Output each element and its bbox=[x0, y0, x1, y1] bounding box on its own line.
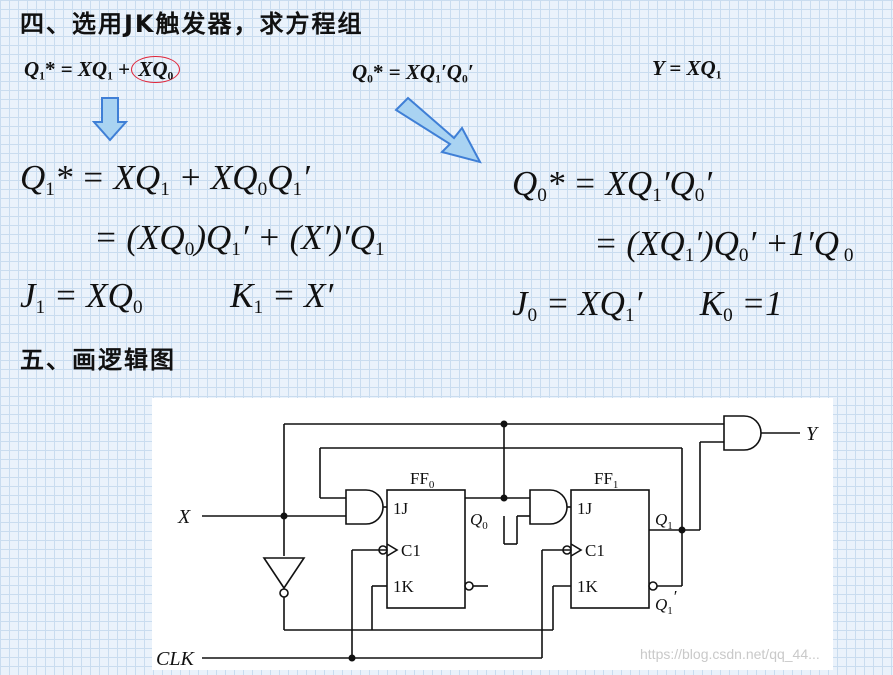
ff1-j-label: 1J bbox=[577, 499, 593, 518]
and-gate-y bbox=[723, 415, 762, 451]
ff1-label: FF1 bbox=[594, 469, 618, 491]
watermark: https://blog.csdn.net/qq_44... bbox=[640, 646, 820, 662]
and-gate-ff0 bbox=[345, 489, 384, 525]
right-eq-line1: Q0* = XQ1′Q0′ bbox=[512, 164, 713, 206]
right-eq-line3: J0 = XQ1′ K0 =1 bbox=[512, 284, 783, 326]
left-eq-line1: Q1* = XQ1 + XQ0Q1′ bbox=[20, 158, 310, 200]
junction-dot bbox=[348, 654, 356, 662]
left-eq-line2: = (XQ0)Q1′ + (X′)′Q1 bbox=[94, 218, 385, 260]
highlight-circle: XQ0 bbox=[131, 56, 181, 84]
q1-star-small-equation: Q1* = XQ1 + XQ0 bbox=[24, 56, 181, 84]
ff1-k-label: 1K bbox=[577, 577, 599, 596]
ff0-q-label: Q0 bbox=[470, 510, 488, 532]
q0-star-small-equation: Q0* = XQ1′Q0′ bbox=[352, 60, 474, 86]
ff0-c-label: C1 bbox=[401, 541, 421, 560]
and-gate-ff1 bbox=[529, 489, 568, 525]
section4-title: 四、选用JK触发器，求方程组 bbox=[20, 10, 364, 38]
y-small-equation: Y = XQ1 bbox=[652, 56, 722, 82]
left-eq-line3: J1 = XQ0 K1 = X′ bbox=[20, 276, 334, 318]
input-x-label: X bbox=[177, 506, 191, 528]
ff1-qn-label: Q1′ bbox=[655, 587, 677, 617]
junction-dot bbox=[678, 526, 686, 534]
input-clk-label: CLK bbox=[156, 648, 195, 670]
logic-diagram: FF0 1J C1 1K Q0 FF1 1J C1 1K Q1 Q1′ X CL… bbox=[156, 415, 819, 670]
section5-title: 五、画逻辑图 bbox=[20, 346, 176, 374]
output-y-label: Y bbox=[806, 423, 819, 445]
diagonal-arrow-icon bbox=[394, 96, 482, 164]
junction-dot bbox=[500, 494, 508, 502]
ff1-c-label: C1 bbox=[585, 541, 605, 560]
ff1-q-label: Q1 bbox=[655, 510, 673, 532]
down-arrow-icon bbox=[91, 97, 129, 142]
junction-dot bbox=[500, 420, 508, 428]
ff0-k-label: 1K bbox=[393, 577, 415, 596]
right-eq-line2: = (XQ1′)Q0′ +1′Q 0 bbox=[594, 224, 854, 266]
ff0-label: FF0 bbox=[410, 469, 435, 491]
logic-diagram-panel: FF0 1J C1 1K Q0 FF1 1J C1 1K Q1 Q1′ X CL… bbox=[152, 398, 833, 670]
ff0-j-label: 1J bbox=[393, 499, 409, 518]
junction-dot bbox=[280, 512, 288, 520]
inverter-gate bbox=[262, 557, 306, 590]
